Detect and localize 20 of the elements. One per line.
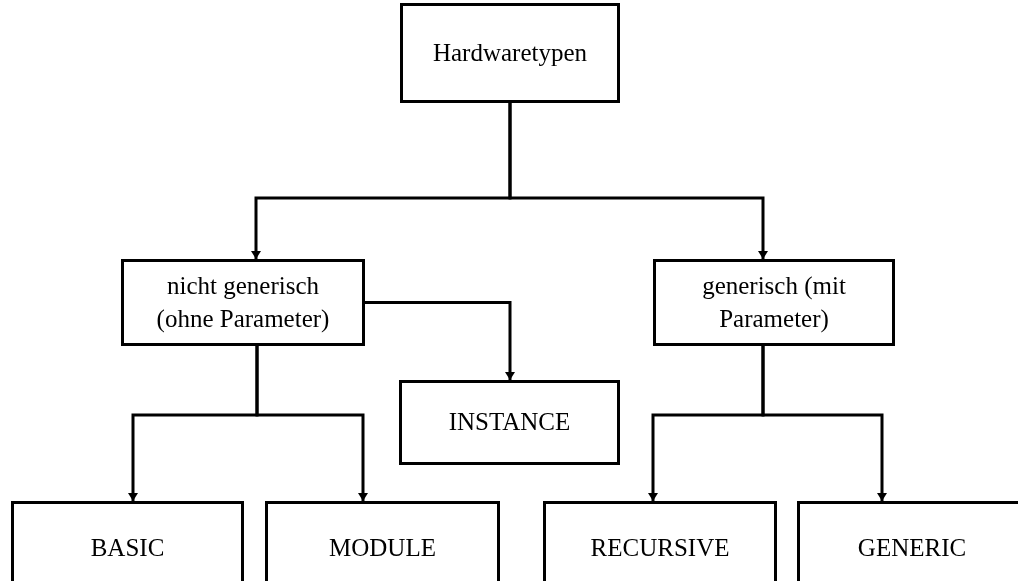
process-box <box>265 501 500 581</box>
process-box <box>797 501 1018 581</box>
arrow <box>365 301 515 380</box>
box-label: RECURSIVE <box>590 533 730 564</box>
process-box <box>11 501 244 581</box>
box-label: nicht generisch (ohne Parameter) <box>155 271 331 335</box>
process-box <box>121 259 365 346</box>
process-box <box>653 259 895 346</box>
box-label: MODULE <box>329 533 436 564</box>
box-label: BASIC <box>90 533 165 564</box>
arrow <box>761 346 887 501</box>
process-box <box>543 501 777 581</box>
box-label: GENERIC <box>857 533 967 564</box>
process-box <box>400 3 620 103</box>
box-label: generisch (mit Parameter) <box>701 271 847 335</box>
box-label: Hardwaretypen <box>432 37 588 68</box>
process-box <box>399 380 620 465</box>
arrow <box>508 103 768 259</box>
arrow <box>255 346 368 501</box>
box-label: INSTANCE <box>448 407 571 438</box>
